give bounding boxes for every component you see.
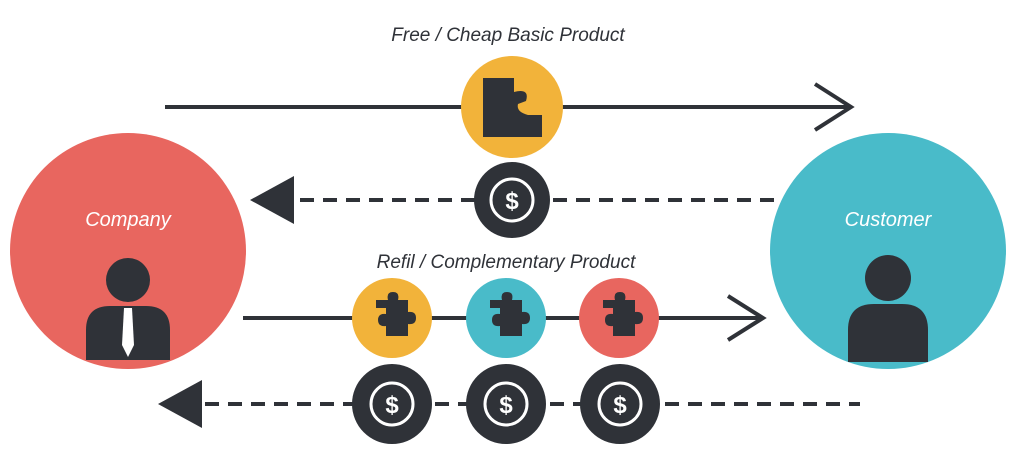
complementary-product-node-2 — [466, 278, 546, 358]
puzzle-piece-icon — [603, 292, 643, 336]
puzzle-piece-icon — [376, 292, 416, 336]
basic-product-node — [461, 56, 563, 158]
complementary-payment-coin-1: $ — [352, 364, 432, 444]
dollar-sign: $ — [499, 392, 513, 419]
company-node: Company — [10, 133, 246, 369]
puzzle-piece-icon — [490, 292, 530, 336]
dollar-sign: $ — [385, 392, 399, 419]
business-person-icon — [86, 258, 170, 360]
customer-node: Customer — [770, 133, 1006, 369]
complementary-product-node-1 — [352, 278, 432, 358]
dollar-sign: $ — [505, 188, 519, 215]
bottom-flow-label: Refil / Complementary Product — [377, 252, 636, 273]
complementary-payment-coin-2: $ — [466, 364, 546, 444]
puzzle-piece-icon — [483, 78, 542, 137]
basic-payment-coin: $ — [474, 162, 550, 238]
complementary-product-node-3 — [579, 278, 659, 358]
dollar-sign: $ — [613, 392, 627, 419]
customer-label: Customer — [845, 209, 933, 231]
company-label: Company — [85, 209, 172, 231]
top-flow-label: Free / Cheap Basic Product — [391, 25, 625, 46]
person-icon — [848, 255, 928, 362]
complementary-payment-coin-3: $ — [580, 364, 660, 444]
